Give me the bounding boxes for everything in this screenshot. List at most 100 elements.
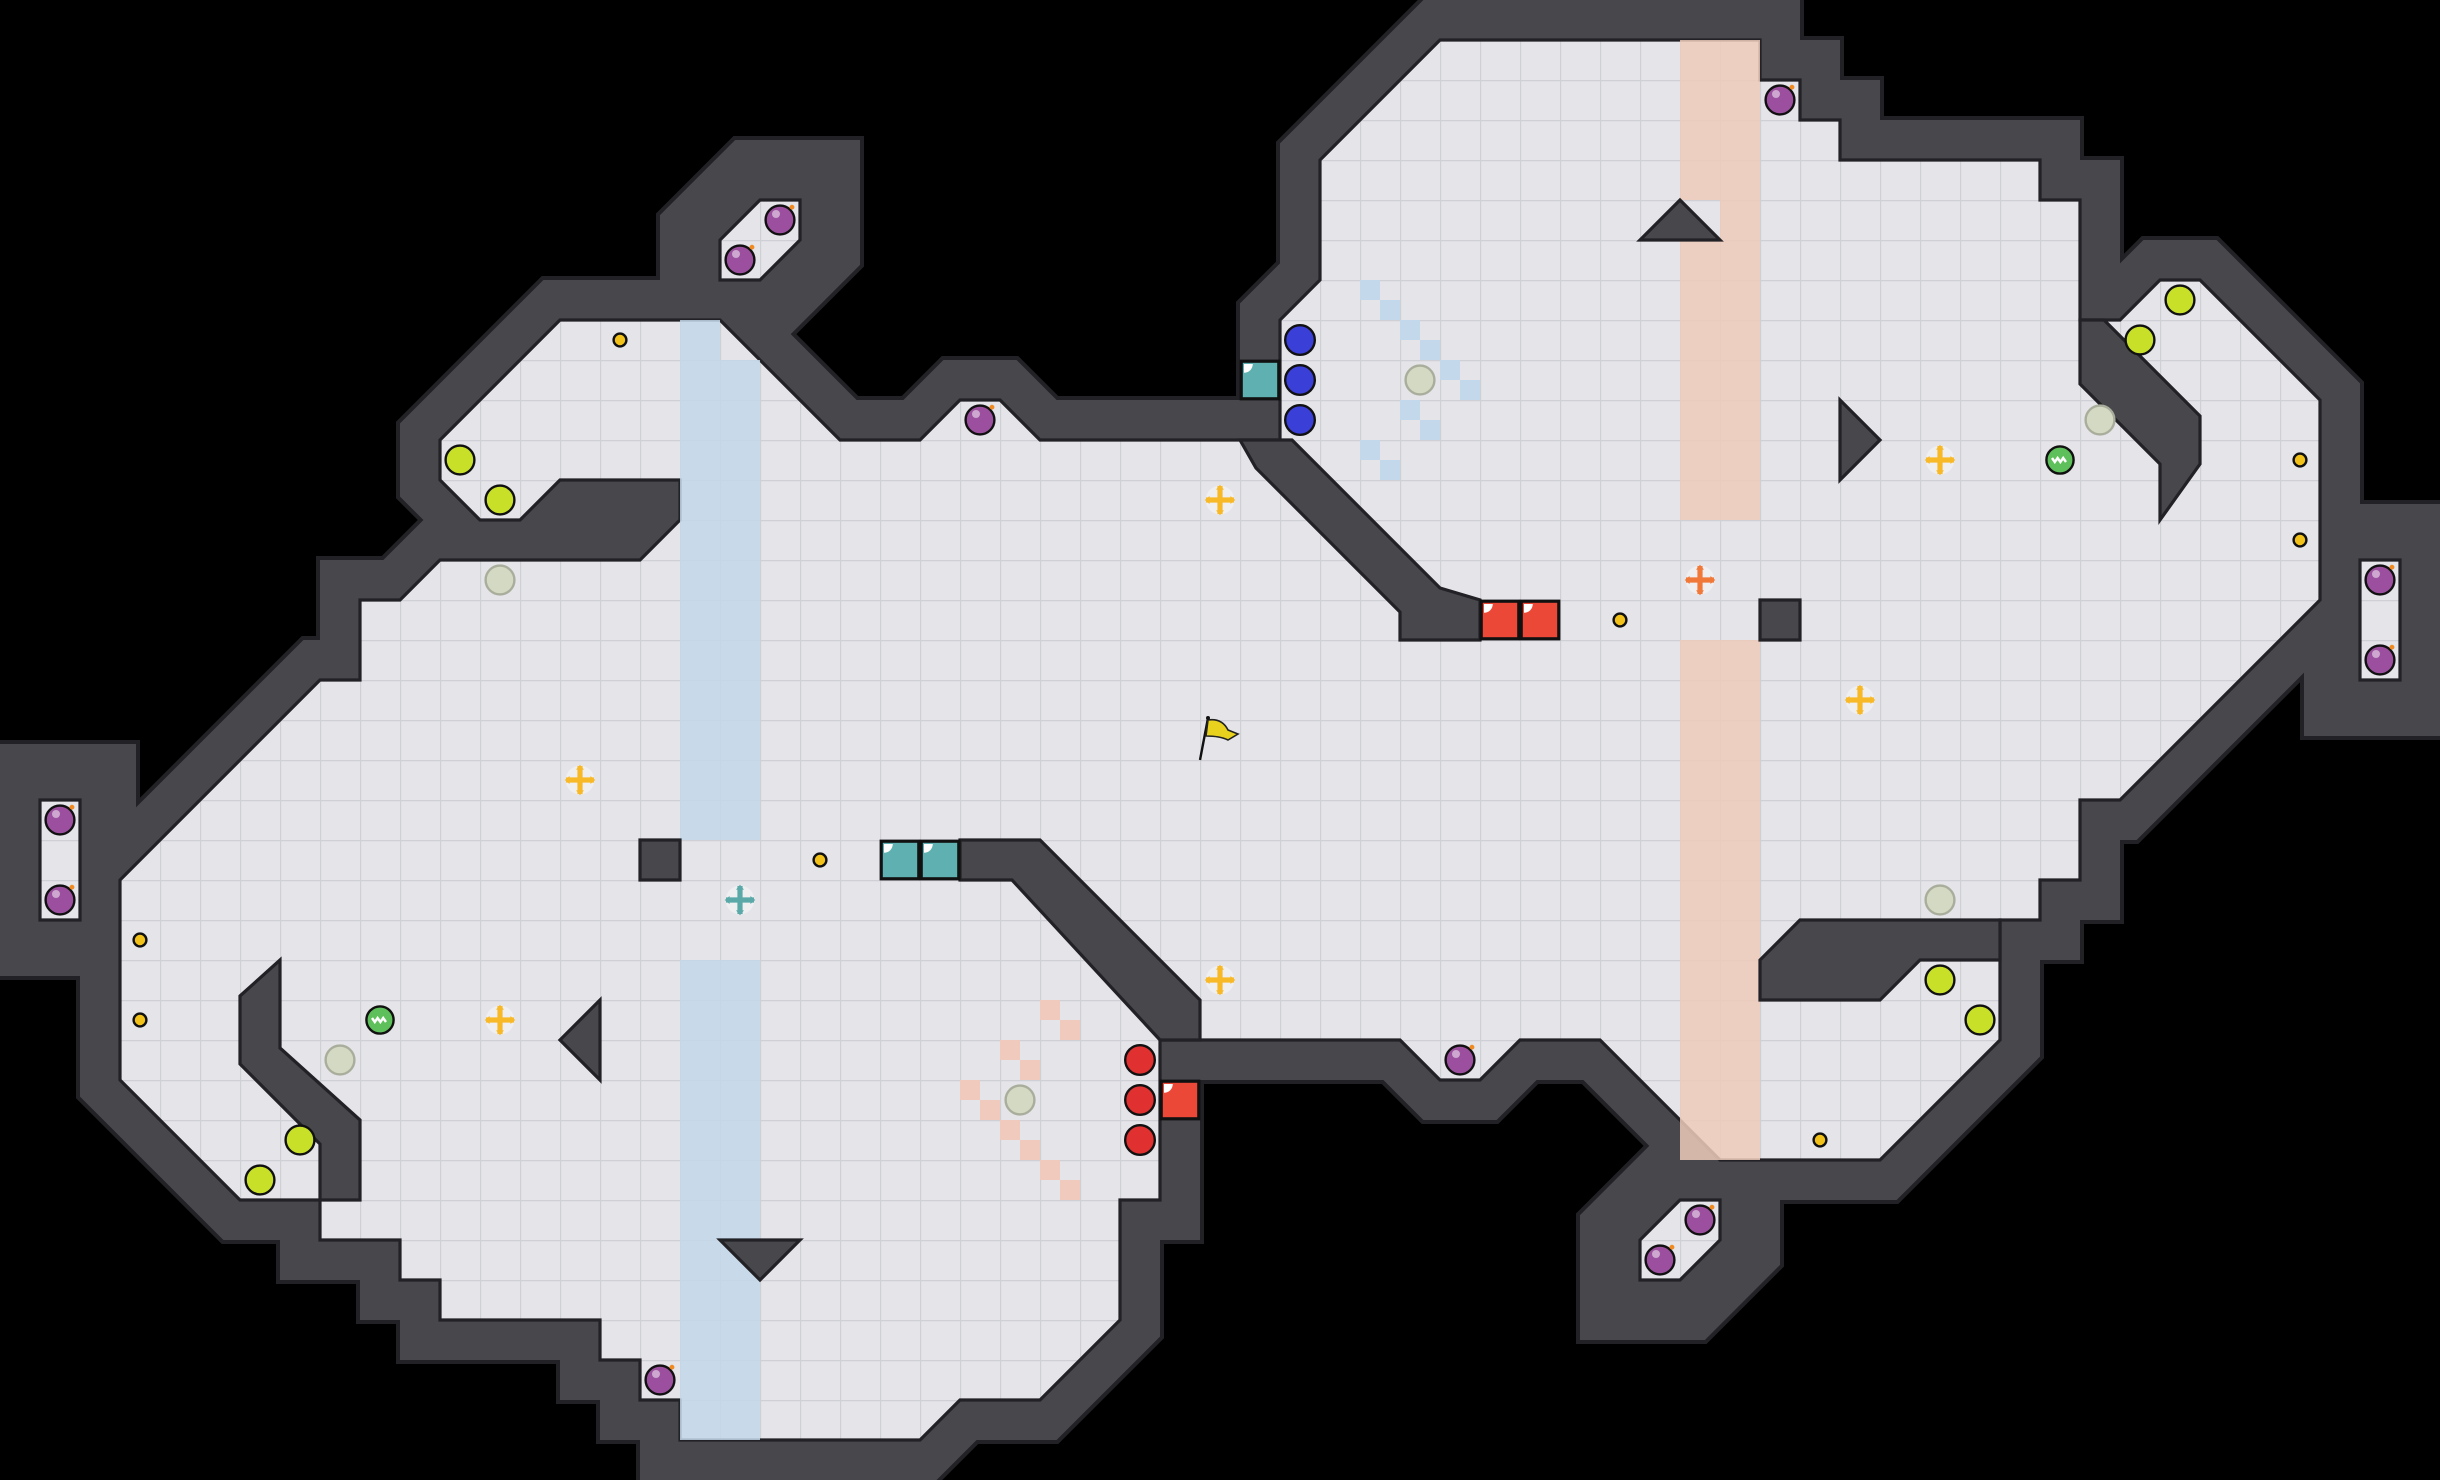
wall-block-right <box>1758 598 1802 642</box>
bomb-shine-icon <box>972 410 980 418</box>
bomb-shine-icon <box>52 890 60 898</box>
orange-stripe <box>1720 200 1760 240</box>
orange-stripe <box>1680 40 1760 200</box>
red-checker-tile <box>980 1100 1000 1120</box>
blue-checker-tile <box>1460 380 1480 400</box>
yellow-cross-icon <box>1924 444 1956 476</box>
blue-checker-tile <box>1420 420 1440 440</box>
bomb-shine-icon <box>1692 1210 1701 1218</box>
pale-orb-icon <box>484 564 516 596</box>
red-checker-tile <box>1020 1140 1040 1160</box>
bomb-icon <box>2364 644 2396 676</box>
gold-coin-icon <box>132 1012 148 1028</box>
gold-coin-icon <box>132 932 148 948</box>
bomb-shine-icon <box>2372 650 2381 658</box>
red-checker-tile <box>1000 1120 1020 1140</box>
red-door-corner <box>1164 1084 1173 1093</box>
bomb-fuse-icon <box>2389 644 2395 650</box>
blue-checker-tile <box>1400 400 1420 420</box>
blue-switch-icon <box>1284 324 1317 357</box>
wall-lower-right <box>1758 918 2002 1002</box>
blue-stripe <box>680 960 760 1440</box>
wall-lower-left-pocket <box>238 956 362 1202</box>
entities <box>44 84 2396 1396</box>
spike-up <box>1636 197 1724 242</box>
blue-switch-icon <box>1284 364 1317 397</box>
red-switch-icon <box>1123 1083 1156 1116</box>
bomb-shine-icon <box>2372 570 2381 578</box>
pale-orb-icon <box>324 1044 356 1076</box>
blue-stripe <box>680 320 720 840</box>
wall-block-left <box>638 838 682 882</box>
red-checker-tile <box>960 1080 980 1100</box>
red-door-corner <box>1484 604 1493 613</box>
stripes <box>680 40 1760 1440</box>
gold-coin-icon <box>812 852 828 868</box>
lime-orb-icon <box>444 444 476 476</box>
main-floor <box>118 38 2322 1442</box>
red-switch-icon <box>1123 1123 1156 1156</box>
pale-orb-icon <box>1404 364 1436 396</box>
bomb-icon <box>964 404 996 436</box>
gold-coin-icon <box>2292 452 2308 468</box>
lime-orb-icon <box>2164 284 2196 316</box>
bomb-fuse-icon <box>789 204 795 210</box>
bomb-shine-icon <box>772 210 780 218</box>
bomb-fuse-icon <box>669 1364 675 1370</box>
lime-orb-icon <box>244 1164 276 1196</box>
bomb-shine-icon <box>1652 1250 1661 1258</box>
red-switch-icon <box>1123 1043 1156 1076</box>
spring-mark-icon <box>371 1015 387 1025</box>
bomb-fuse-icon <box>69 884 75 890</box>
bomb-icon <box>1764 84 1796 116</box>
bomb-shine-icon <box>52 810 60 818</box>
wall-top-right-pocket <box>2078 318 2202 525</box>
bomb-icon <box>44 804 76 836</box>
orange-stripe <box>1680 640 1760 1160</box>
lime-orb-icon <box>284 1124 316 1156</box>
bomb-fuse-icon <box>1789 84 1795 90</box>
yellow-cross-icon <box>1204 484 1236 516</box>
pale-orb-icon <box>2084 404 2116 436</box>
pale-orb-icon <box>1924 884 1956 916</box>
bomb-icon <box>44 884 76 916</box>
inner-walls <box>238 197 2202 1283</box>
spike-right <box>1838 396 1883 484</box>
gold-coin-icon <box>1612 612 1628 628</box>
blue-checker-tile <box>1420 340 1440 360</box>
bomb-shine-icon <box>1772 90 1781 98</box>
teal-door-corner <box>884 844 893 853</box>
blue-checker-tile <box>1380 300 1400 320</box>
bomb-fuse-icon <box>1709 1204 1715 1210</box>
diagonal-wall-lower <box>958 838 1202 1042</box>
lime-orb-icon <box>2124 324 2156 356</box>
bomb-shine-icon <box>1452 1050 1461 1058</box>
bomb-icon <box>764 204 796 236</box>
bomb-icon <box>2364 564 2396 596</box>
blue-checker-tile <box>1380 460 1400 480</box>
bomb-fuse-icon <box>749 244 755 250</box>
bomb-fuse-icon <box>69 804 75 810</box>
teal-door-corner <box>924 844 933 853</box>
bomb-icon <box>1644 1244 1676 1276</box>
blue-checker-tile <box>1440 360 1460 380</box>
bomb-shine-icon <box>732 250 740 258</box>
gold-coin-icon <box>2292 532 2308 548</box>
bomb-icon <box>1444 1044 1476 1076</box>
bomb-fuse-icon <box>989 404 995 410</box>
bomb-icon <box>724 244 756 276</box>
lime-orb-icon <box>484 484 516 516</box>
yellow-cross-icon <box>1204 964 1236 996</box>
yellow-cross-icon <box>484 1004 516 1036</box>
lime-orb-icon <box>1924 964 1956 996</box>
gold-coin-icon <box>612 332 628 348</box>
bomb-icon <box>644 1364 676 1396</box>
blue-checker-tile <box>1360 440 1380 460</box>
goal-flag-icon <box>1198 716 1240 761</box>
red-door <box>1519 599 1561 641</box>
red-checker-tile <box>1060 1180 1080 1200</box>
red-checker-tile <box>1040 1000 1060 1020</box>
blue-checker-tile <box>1400 320 1420 340</box>
bomb-fuse-icon <box>1669 1244 1675 1250</box>
